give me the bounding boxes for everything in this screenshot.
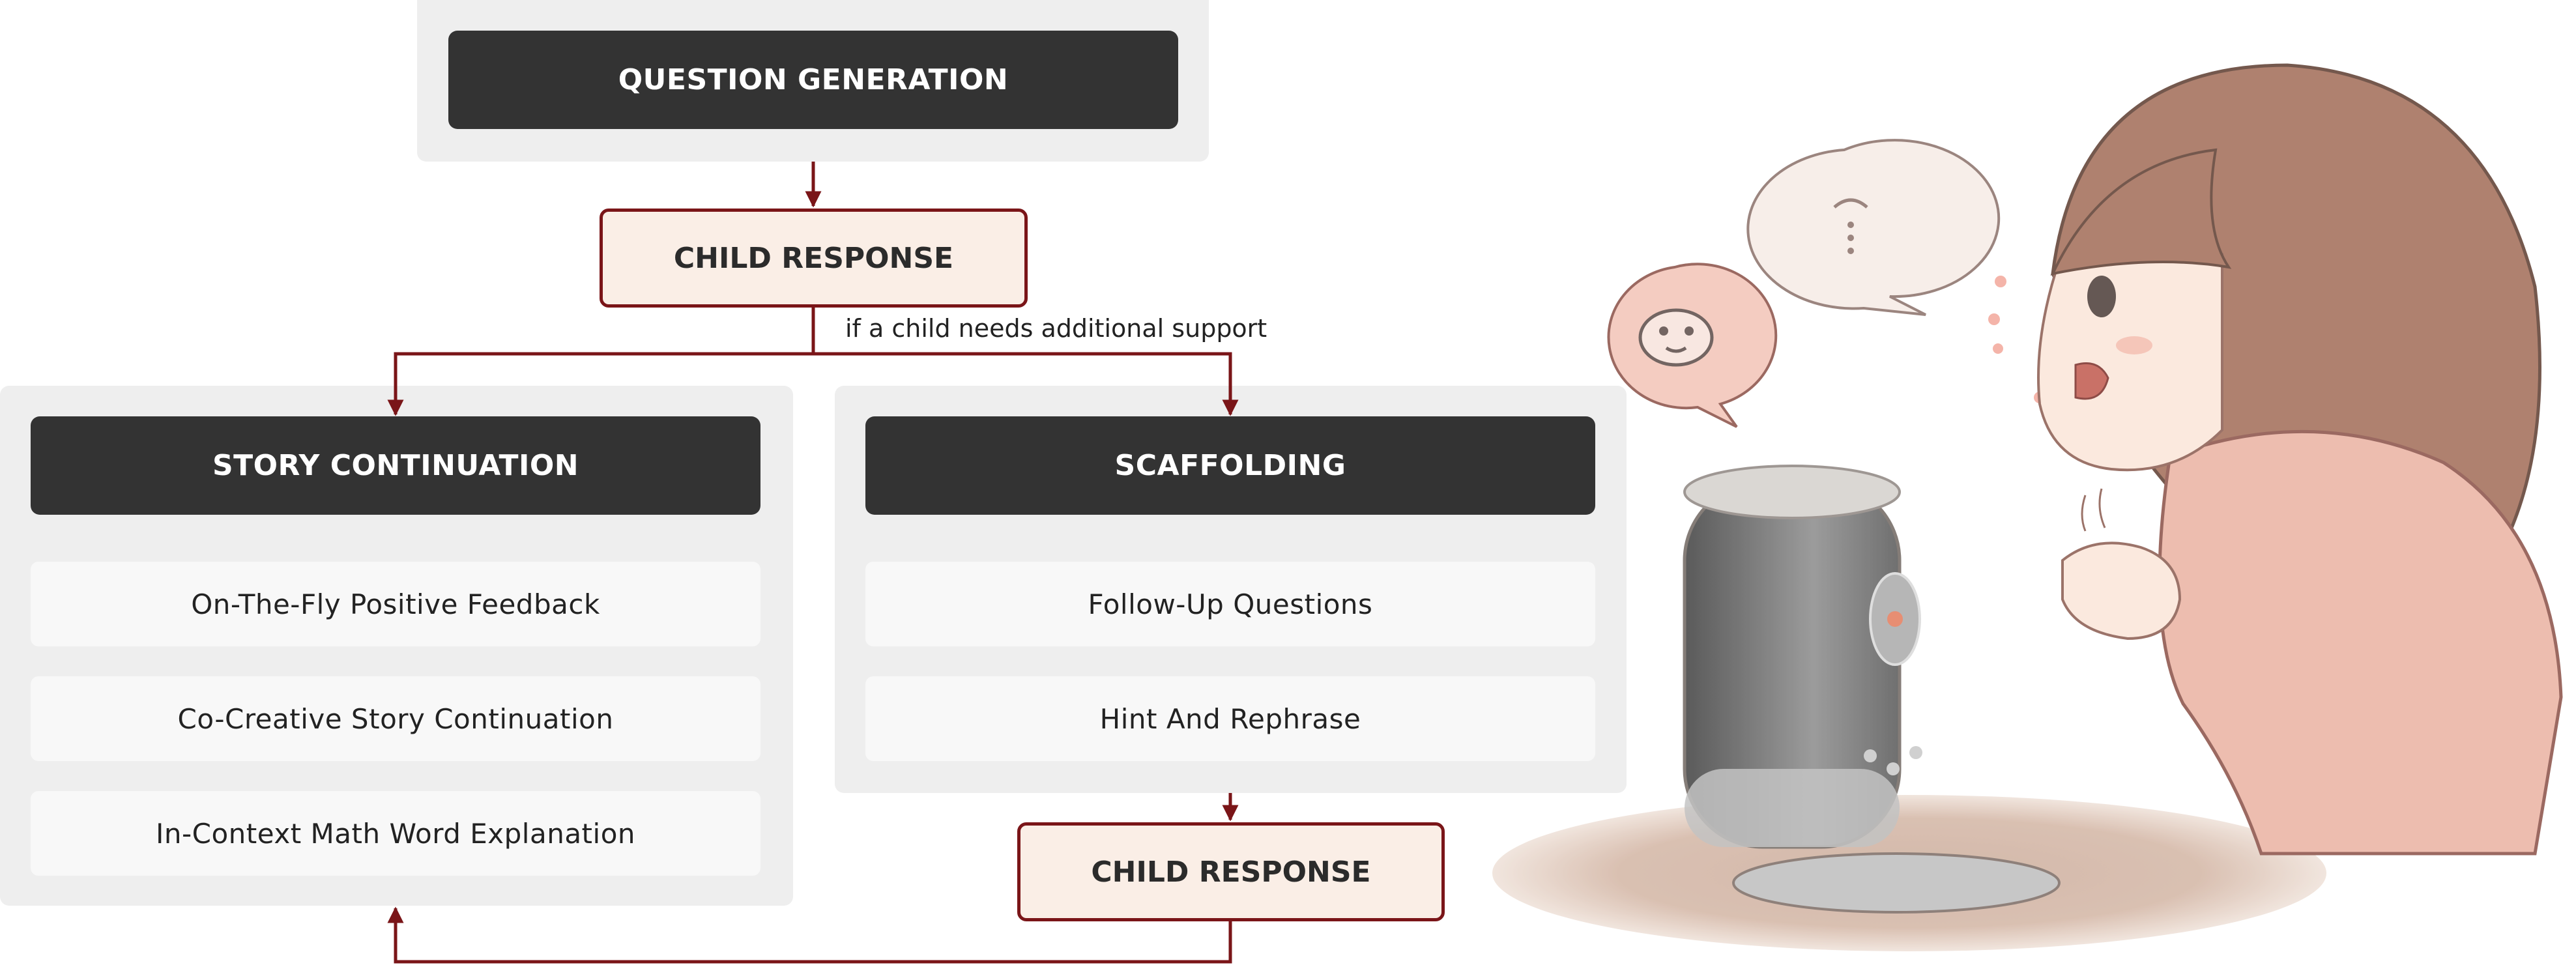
arrow-to-scaffolding	[813, 352, 1239, 416]
robot-speech-bubble	[1607, 263, 1778, 428]
question-speech-bubble	[1746, 139, 2001, 316]
story-continuation-header: STORY CONTINUATION	[31, 416, 760, 515]
scaffolding-header: SCAFFOLDING	[865, 416, 1595, 515]
child-mouth	[2074, 362, 2109, 400]
child-hands	[2061, 541, 2182, 641]
child-speaker-illustration	[1492, 63, 2563, 951]
list-item-story-continuation: Co-Creative Story Continuation	[31, 676, 760, 761]
question-generation-header: QUESTION GENERATION	[448, 31, 1178, 129]
question-mark-icon	[1833, 198, 1868, 209]
child-response-bottom: CHILD RESPONSE	[1017, 822, 1445, 921]
list-item-follow-up-questions: Follow-Up Questions	[865, 562, 1595, 646]
child-bangs	[2050, 148, 2232, 276]
flow-connectors	[387, 162, 1239, 964]
robot-face-icon	[1638, 308, 1714, 367]
child-eye	[2087, 276, 2116, 317]
arrow-to-story-continuation	[387, 308, 815, 416]
child-figure	[2037, 63, 2563, 856]
branch-condition-label: if a child needs additional support	[845, 314, 1267, 343]
arrow-loop-back	[387, 906, 1232, 964]
sound-dots	[1988, 276, 2046, 403]
list-item-positive-feedback: On-The-Fly Positive Feedback	[31, 562, 760, 646]
child-response-top: CHILD RESPONSE	[600, 209, 1028, 308]
list-item-math-word-explanation: In-Context Math Word Explanation	[31, 791, 760, 876]
smart-speaker	[1683, 465, 2061, 914]
child-body	[2158, 429, 2563, 856]
list-item-hint-rephrase: Hint And Rephrase	[865, 676, 1595, 761]
